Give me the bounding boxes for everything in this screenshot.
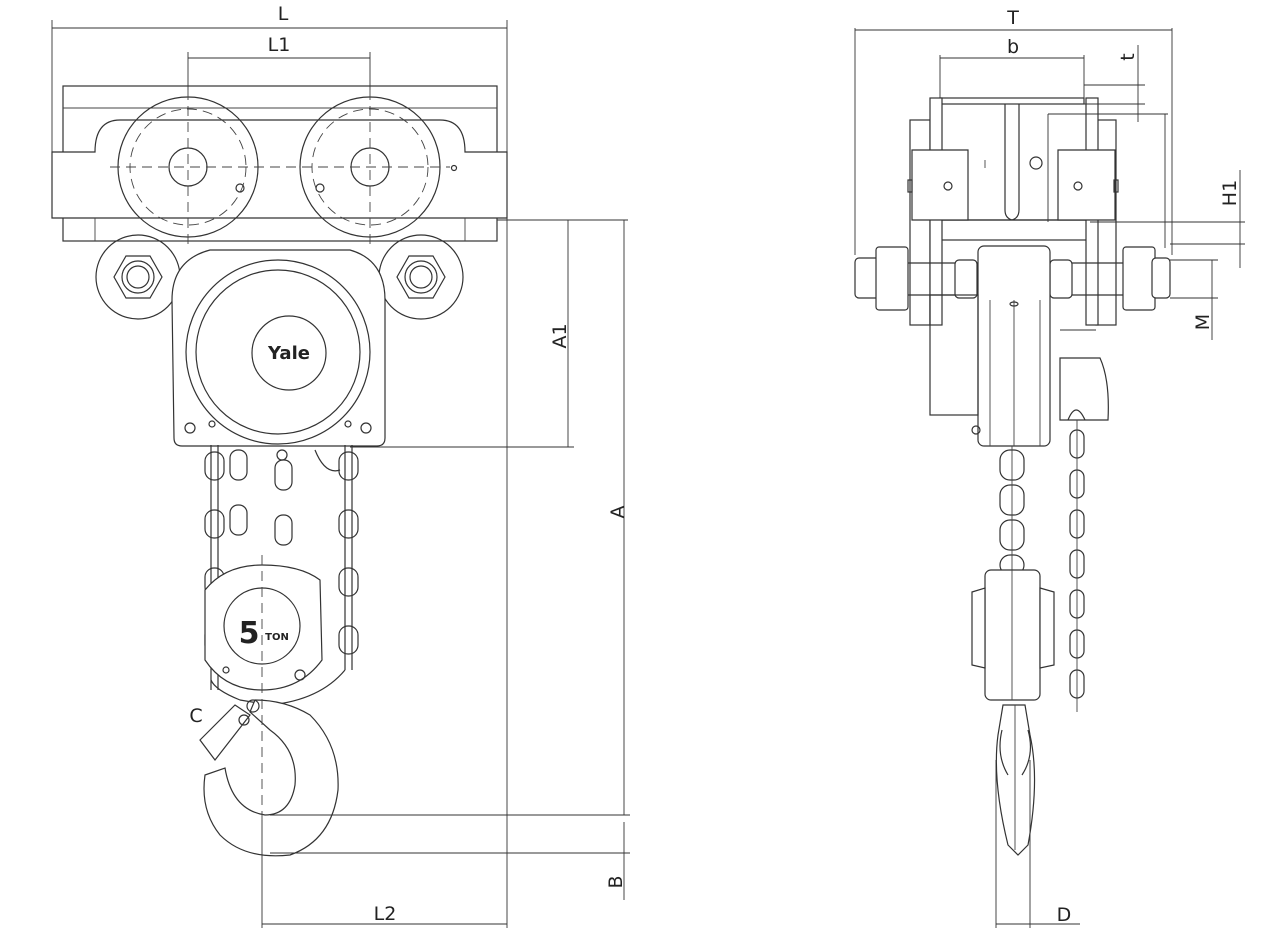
capacity-unit: TON xyxy=(265,632,289,643)
dim-label-A: A xyxy=(607,506,629,519)
front-view: Yale xyxy=(51,3,630,928)
dim-label-T: T xyxy=(1006,7,1019,29)
load-hook-side xyxy=(995,704,1036,856)
side-plate-right xyxy=(1057,97,1119,326)
dim-label-B: B xyxy=(605,875,627,888)
hex-bolt-left xyxy=(95,234,181,320)
hoist-body-side xyxy=(929,245,1109,447)
hand-chain-right xyxy=(210,445,359,706)
load-chain-side xyxy=(999,446,1025,576)
bottom-block: 5 TON xyxy=(204,564,323,691)
capacity-number: 5 xyxy=(239,616,260,651)
dim-label-C: C xyxy=(189,705,202,727)
inner-chain xyxy=(229,449,341,546)
dim-label-D: D xyxy=(1057,904,1072,926)
yale-logo: Yale xyxy=(267,343,310,364)
dim-label-t: t xyxy=(1117,53,1139,60)
hand-chain-side xyxy=(1067,409,1086,712)
trolley-frame xyxy=(51,85,508,242)
front-dimensions: L L1 A1 A B C L2 xyxy=(51,3,630,928)
dim-label-A1: A1 xyxy=(549,323,571,348)
hoist-body: Yale xyxy=(171,249,386,447)
dim-label-L: L xyxy=(278,3,289,25)
dim-label-b: b xyxy=(1007,36,1019,58)
load-hook xyxy=(199,555,339,857)
hex-bolt-right xyxy=(378,234,464,320)
dim-label-L2: L2 xyxy=(374,903,397,925)
dim-label-M: M xyxy=(1192,314,1214,330)
side-dimensions: T b t H1 M D xyxy=(854,7,1245,928)
side-plate-left xyxy=(907,97,969,326)
bottom-block-side xyxy=(971,569,1055,701)
dim-label-L1: L1 xyxy=(268,34,291,56)
side-view: T b t H1 M D xyxy=(854,7,1245,928)
dim-label-H1: H1 xyxy=(1219,180,1241,206)
